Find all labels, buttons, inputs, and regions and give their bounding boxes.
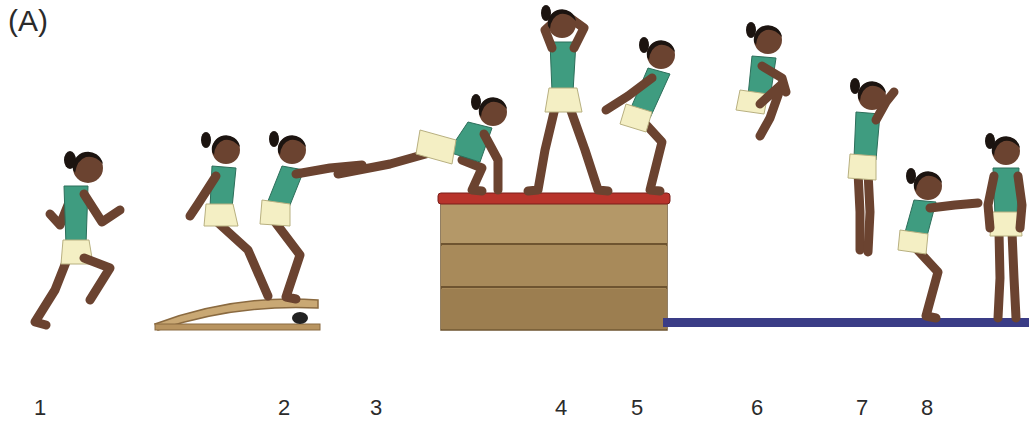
gymnast-figure — [848, 78, 894, 252]
step-number: 1 — [34, 396, 46, 420]
vaulting-box — [438, 193, 670, 330]
step-number: 7 — [856, 396, 868, 420]
step-number: 4 — [555, 396, 567, 420]
gymnast-figure — [260, 131, 362, 299]
step-number: 3 — [370, 396, 382, 420]
landing-mat — [663, 318, 1029, 327]
panel-label: (A) — [8, 4, 48, 37]
step-number: 5 — [631, 396, 643, 420]
gymnast-figure — [35, 151, 120, 325]
gymnast-figure — [338, 94, 507, 191]
gymnast-figure — [190, 132, 268, 296]
gymnast-figure — [736, 22, 786, 136]
gymnast-figure — [985, 133, 1022, 318]
step-number: 2 — [278, 396, 290, 420]
step-number: 8 — [921, 396, 933, 420]
gymnast-figure — [898, 168, 978, 318]
springboard — [155, 299, 320, 330]
step-number: 6 — [751, 396, 763, 420]
gymnast-figure — [528, 5, 608, 191]
gymnast-figure — [606, 37, 675, 191]
